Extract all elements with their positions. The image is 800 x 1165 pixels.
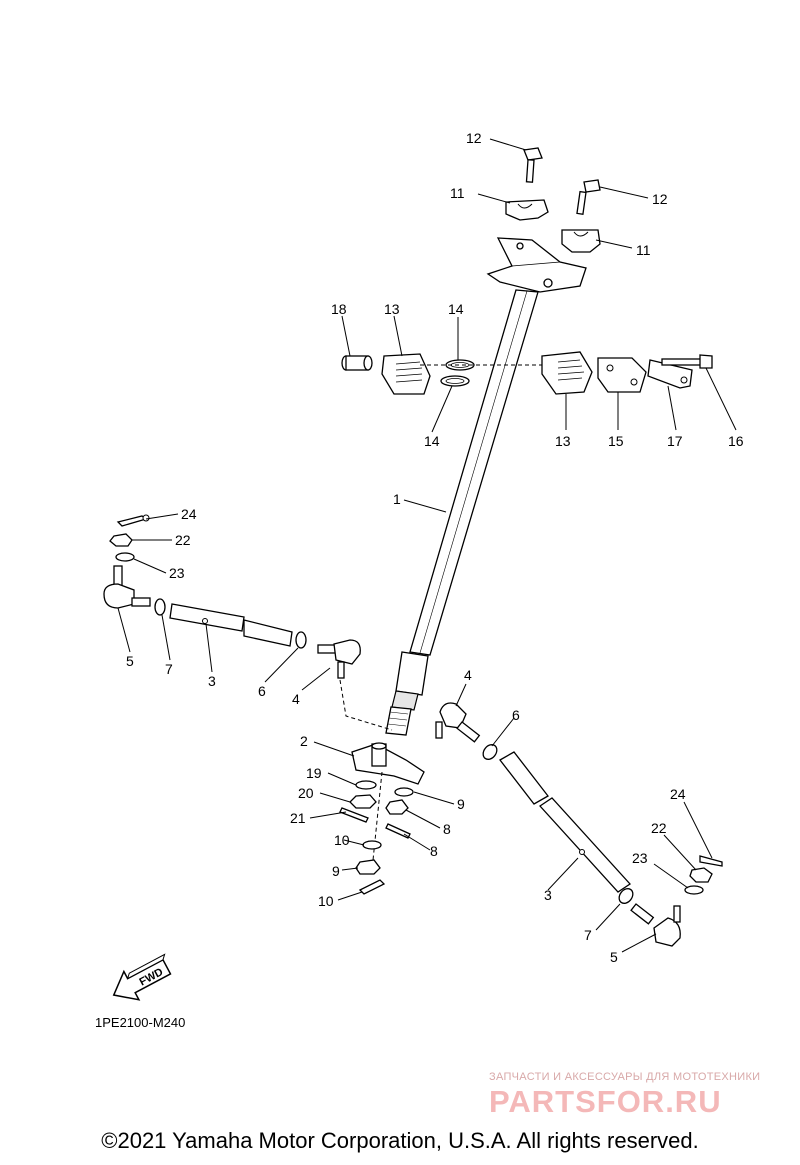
watermark-tagline: ЗАПЧАСТИ И АКСЕССУАРЫ ДЛЯ МОТОТЕХНИКИ xyxy=(489,1071,761,1083)
callout: 13 xyxy=(555,433,571,449)
cotter-pin-10-lower xyxy=(358,879,386,895)
clamp-11-left xyxy=(505,199,549,221)
bushing-13-right xyxy=(541,351,593,395)
nut-22-left xyxy=(109,533,133,547)
callout: 1 xyxy=(393,491,401,507)
nut-6-left xyxy=(295,631,307,649)
plate-15 xyxy=(597,357,647,393)
nut-7-left xyxy=(154,598,166,616)
callout: 19 xyxy=(306,765,322,781)
callout: 10 xyxy=(334,832,350,848)
tie-rod-end-4-right xyxy=(435,702,481,743)
callout: 13 xyxy=(384,301,400,317)
callout: 21 xyxy=(290,810,306,826)
callout: 4 xyxy=(292,691,300,707)
washer-23-left xyxy=(115,552,135,562)
cotter-pin-21 xyxy=(339,807,369,823)
callout: 8 xyxy=(443,821,451,837)
callout: 5 xyxy=(126,653,134,669)
collar-18 xyxy=(341,355,373,371)
callout: 9 xyxy=(332,863,340,879)
callout: 22 xyxy=(175,532,191,548)
callout: 11 xyxy=(636,242,651,258)
watermark-logo: PARTSFOR.RU xyxy=(489,1084,722,1119)
copyright-footer: ©2021 Yamaha Motor Corporation, U.S.A. A… xyxy=(101,1128,699,1153)
callout: 17 xyxy=(667,433,683,449)
cotter-pin-24-left xyxy=(116,514,150,527)
callout: 10 xyxy=(318,893,334,909)
clamp-11-right xyxy=(561,229,601,253)
bolt-12-left xyxy=(523,147,543,183)
leader-lines xyxy=(117,138,737,953)
bushing-13-left xyxy=(381,353,431,395)
callout-labels: 12 11 12 11 18 13 14 14 13 15 17 16 1 24… xyxy=(126,130,744,965)
callout: 11 xyxy=(450,185,465,201)
upper-bracket xyxy=(486,237,587,293)
callout: 14 xyxy=(424,433,440,449)
cotter-pin-24-right xyxy=(699,855,723,867)
tie-rod-3-left xyxy=(169,603,293,647)
callout: 7 xyxy=(165,661,173,677)
callout: 6 xyxy=(512,707,520,723)
callout: 12 xyxy=(652,191,668,207)
steering-shaft xyxy=(385,289,539,736)
callout: 22 xyxy=(651,820,667,836)
callout: 14 xyxy=(448,301,464,317)
washer-19 xyxy=(355,780,377,790)
fwd-arrow-icon: FWD xyxy=(112,953,172,1001)
nut-7-right xyxy=(618,888,634,904)
nut-8-lower xyxy=(355,859,381,875)
nut-6-right xyxy=(482,744,498,760)
callout: 20 xyxy=(298,785,314,801)
callout: 24 xyxy=(181,506,197,522)
callout: 3 xyxy=(544,887,552,903)
bolt-16 xyxy=(661,354,713,369)
nut-22-right xyxy=(689,867,713,883)
washer-23-right xyxy=(684,885,704,895)
callout: 18 xyxy=(331,301,347,317)
callout: 5 xyxy=(610,949,618,965)
callout: 16 xyxy=(728,433,744,449)
bolt-12-right xyxy=(576,179,601,215)
callout: 15 xyxy=(608,433,624,449)
tie-rod-end-5-left xyxy=(103,565,151,609)
tie-rod-3-right xyxy=(499,751,631,893)
washer-9-upper xyxy=(394,787,414,797)
tie-rod-end-4-left xyxy=(317,639,361,679)
callout: 23 xyxy=(169,565,185,581)
callout: 6 xyxy=(258,683,266,699)
callout: 7 xyxy=(584,927,592,943)
callout: 2 xyxy=(300,733,308,749)
tie-rod-end-5-right xyxy=(630,903,681,947)
washer-9-lower xyxy=(362,840,382,850)
ring-14-lower xyxy=(440,375,470,387)
nut-8-upper xyxy=(385,799,409,815)
callout: 8 xyxy=(430,843,438,859)
pitman-arm-2 xyxy=(351,742,425,785)
callout: 4 xyxy=(464,667,472,683)
nut-20 xyxy=(349,794,377,809)
diagram-code: 1PE2100-M240 xyxy=(95,1015,186,1030)
callout: 12 xyxy=(466,130,482,146)
callout: 23 xyxy=(632,850,648,866)
callout: 9 xyxy=(457,796,465,812)
lock-washer-17 xyxy=(647,359,693,389)
callout: 24 xyxy=(670,786,686,802)
callout: 3 xyxy=(208,673,216,689)
